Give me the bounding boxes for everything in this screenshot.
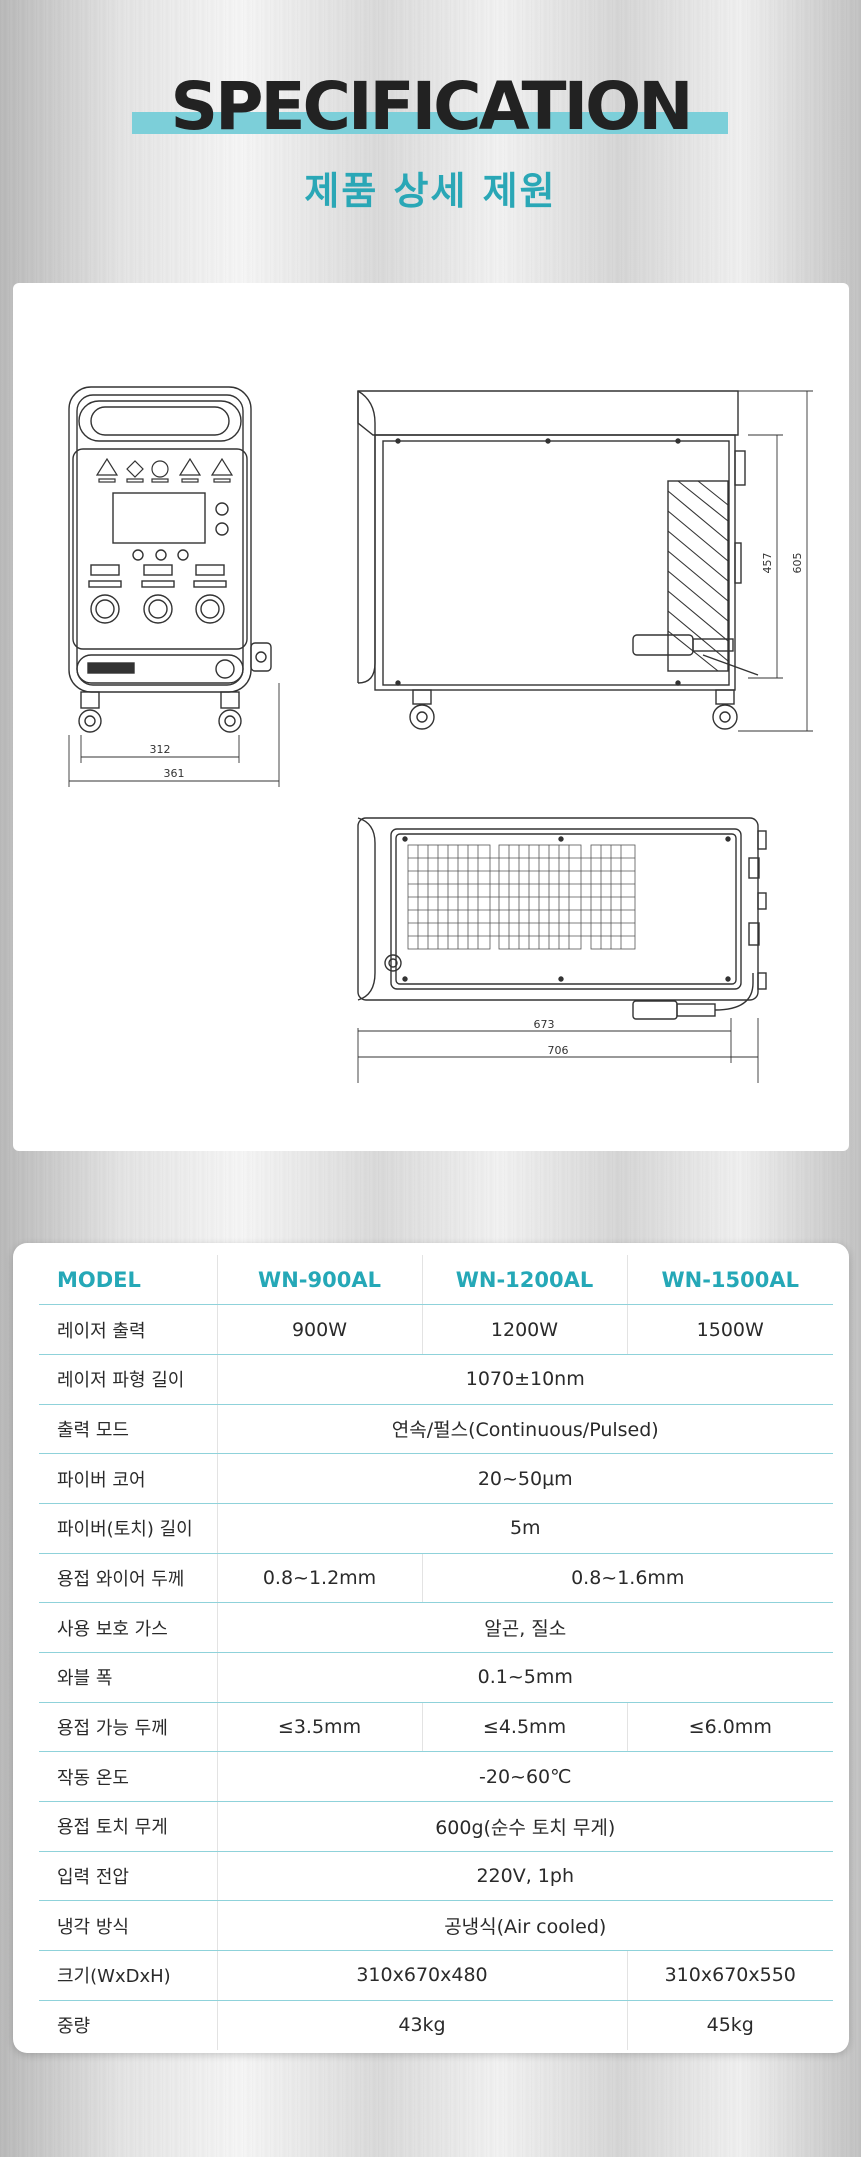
spec-label: 파이버 코어: [39, 1453, 217, 1504]
spec-value: 연속/펄스(Continuous/Pulsed): [216, 1404, 833, 1455]
spec-value: 공냉식(Air cooled): [216, 1900, 833, 1952]
model-name: WN-900AL: [216, 1255, 422, 1306]
front-dim-inner: 312: [150, 743, 171, 756]
side-view: 457 605: [357, 390, 813, 732]
spec-value: 600g(순수 토치 무게): [216, 1801, 833, 1852]
model-name: WN-1200AL: [421, 1255, 627, 1306]
spec-table: MODEL WN-900AL WN-1200AL WN-1500AL 레이저 출…: [39, 1255, 833, 2050]
technical-drawing: 312 361: [68, 386, 813, 1083]
spec-label: 작동 온도: [39, 1751, 217, 1803]
spec-value: 0.1~5mm: [216, 1652, 833, 1703]
spec-label: 사용 보호 가스: [39, 1602, 217, 1653]
spec-value: 310x670x480: [216, 1950, 627, 2001]
spec-value: 900W: [216, 1304, 422, 1355]
spec-value: ≤4.5mm: [421, 1702, 627, 1753]
table-row: 작동 온도-20~60℃: [39, 1751, 833, 1803]
spec-value: 알곤, 질소: [216, 1602, 833, 1653]
spec-label: 파이버(토치) 길이: [39, 1503, 217, 1554]
spec-value: 1200W: [421, 1304, 627, 1355]
spec-label: 와블 폭: [39, 1652, 217, 1703]
side-dim-outer: 605: [791, 553, 804, 574]
front-view: 312 361: [68, 386, 280, 787]
spec-header-row: MODEL WN-900AL WN-1200AL WN-1500AL: [39, 1255, 833, 1306]
spec-label: 레이저 출력: [39, 1304, 217, 1355]
spec-label: 중량: [57, 2016, 91, 2038]
spec-value: 310x670x550: [626, 1950, 833, 2001]
spec-value: 220V, 1ph: [216, 1851, 833, 1902]
spec-value: -20~60℃: [216, 1751, 833, 1803]
spec-label: 출력 모드: [39, 1404, 217, 1455]
side-dim-inner: 457: [761, 553, 774, 574]
spec-label: 크기(WxDxH): [39, 1950, 217, 2001]
spec-label: 용접 가능 두께: [39, 1702, 217, 1753]
table-row: 용접 가능 두께≤3.5mm≤4.5mm≤6.0mm: [39, 1702, 833, 1753]
model-name: WN-1500AL: [626, 1255, 833, 1306]
title-highlight-bar: [132, 112, 728, 134]
spec-label: 용접 토치 무게: [39, 1801, 217, 1852]
front-dim-outer: 361: [164, 767, 185, 780]
spec-header-label: MODEL: [39, 1255, 217, 1306]
page-title: SPECIFICATION: [170, 68, 694, 145]
spec-value: ≤3.5mm: [216, 1702, 422, 1753]
page-subtitle: 제품 상세 제원: [304, 169, 557, 213]
top-dim-inner: 673: [534, 1018, 555, 1031]
header: SPECIFICATION 제품 상세 제원: [0, 0, 861, 280]
specification-panel: MODEL WN-900AL WN-1200AL WN-1500AL 레이저 출…: [13, 1243, 849, 2053]
spec-label: 레이저 파형 길이: [39, 1354, 217, 1405]
top-view: 673 706: [357, 817, 767, 1083]
spec-value: 20~50μm: [216, 1453, 833, 1504]
spec-value: 45kg: [626, 2000, 833, 2050]
top-dim-outer: 706: [548, 1044, 569, 1057]
technical-drawing-panel: 312 361: [13, 283, 849, 1151]
spec-label: 용접 와이어 두께: [39, 1553, 217, 1604]
spec-label: 냉각 방식: [39, 1900, 217, 1952]
spec-label: 입력 전압: [39, 1851, 217, 1902]
spec-value: 1500W: [626, 1304, 833, 1355]
spec-value: 43kg: [216, 2000, 627, 2050]
spec-value: 0.8~1.6mm: [421, 1553, 833, 1604]
spec-value: 5m: [216, 1503, 833, 1554]
spec-value: 1070±10nm: [216, 1354, 833, 1405]
spec-value: 0.8~1.2mm: [216, 1553, 422, 1604]
spec-value: ≤6.0mm: [626, 1702, 833, 1753]
